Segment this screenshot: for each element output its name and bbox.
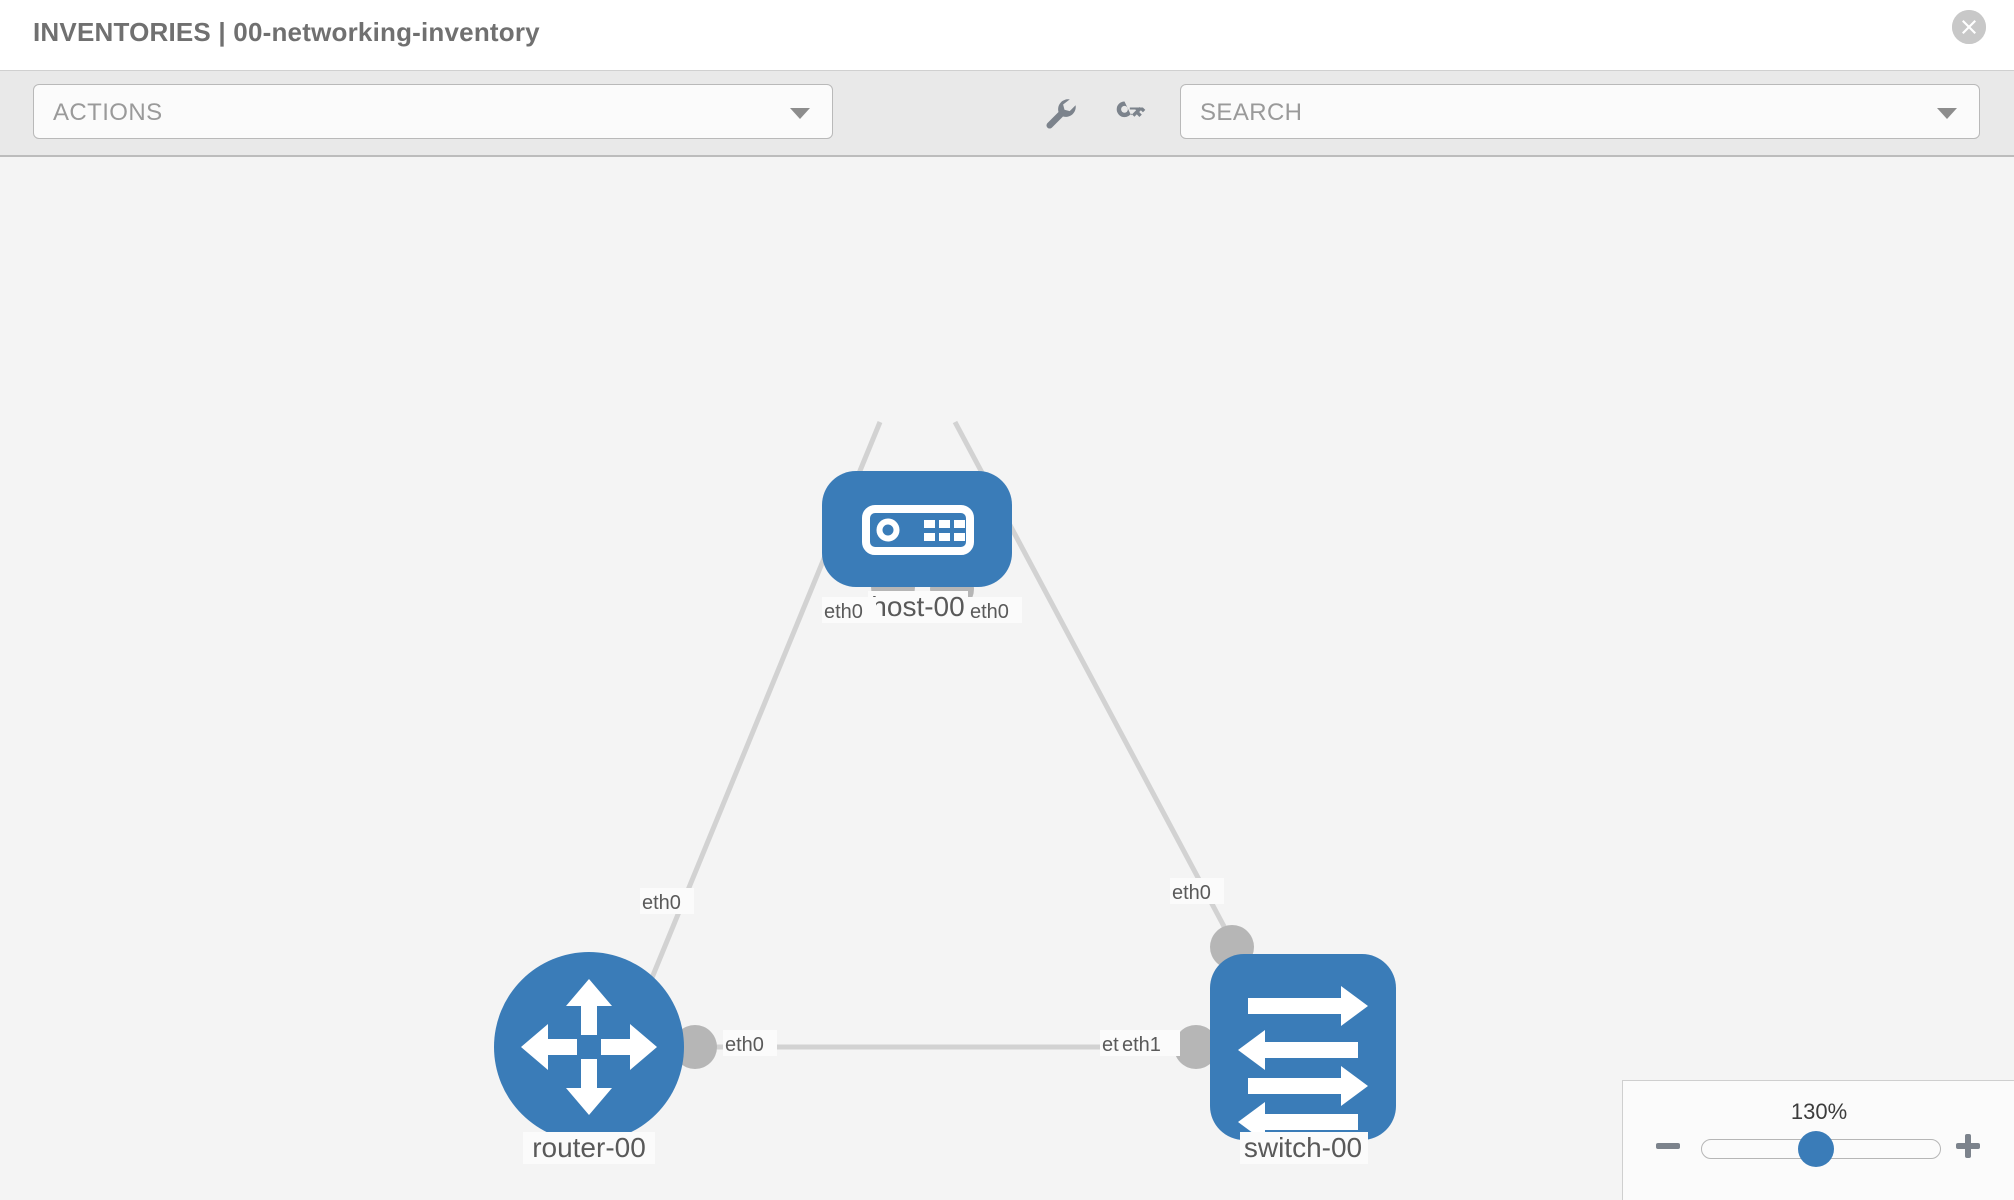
node-label-router: router-00 (532, 1132, 646, 1163)
page-title: INVENTORIES | 00-networking-inventory (33, 17, 540, 47)
node-host-00[interactable]: host-00 (822, 471, 1012, 623)
edge-label-host-left: eth0 (824, 601, 863, 623)
wrench-icon[interactable] (1040, 93, 1080, 133)
search-input[interactable]: SEARCH (1180, 84, 1980, 139)
search-placeholder: SEARCH (1200, 99, 1303, 126)
port-switch-left[interactable] (1174, 1025, 1218, 1069)
topology-edge-labels: eth0 eth0 eth0 eth0 eth0 eth eth1 (640, 597, 1224, 1056)
server-icon (862, 505, 974, 555)
node-router-00[interactable]: router-00 (494, 952, 684, 1164)
actions-dropdown[interactable]: ACTIONS (33, 84, 833, 139)
edge-label-switch-up: eth0 (1172, 882, 1211, 904)
topology-toolbar: ACTIONS SEARCH (0, 71, 2014, 157)
edge-label-router-right: eth0 (725, 1034, 764, 1056)
key-icon[interactable] (1110, 93, 1150, 133)
plus-icon[interactable] (1953, 1131, 1983, 1161)
minus-icon[interactable] (1653, 1131, 1683, 1161)
page-header: INVENTORIES | 00-networking-inventory (0, 0, 2014, 71)
switch-arrows-icon (1238, 986, 1368, 1142)
node-switch-00[interactable]: switch-00 (1210, 954, 1396, 1164)
edge-label-host-right: eth0 (970, 601, 1009, 623)
port-router-right[interactable] (673, 1025, 717, 1069)
topology-canvas[interactable]: host-00 router-00 (0, 157, 2014, 1200)
zoom-level-label: 130% (1790, 1099, 1848, 1124)
chevron-down-icon (790, 108, 810, 119)
zoom-slider-handle[interactable] (1798, 1131, 1834, 1167)
node-label-host: host-00 (871, 591, 964, 622)
zoom-control-panel: 130% (1622, 1080, 2014, 1200)
node-label-switch: switch-00 (1244, 1132, 1362, 1163)
edge-label-switch-left-1: eth1 (1122, 1034, 1161, 1056)
actions-dropdown-label: ACTIONS (53, 99, 163, 126)
close-icon[interactable] (1952, 10, 1986, 44)
chevron-down-icon[interactable] (1937, 108, 1957, 119)
edge-label-router-up: eth0 (642, 892, 681, 914)
topology-graph[interactable]: host-00 router-00 (0, 157, 2014, 1200)
router-arrows-icon (521, 979, 657, 1115)
